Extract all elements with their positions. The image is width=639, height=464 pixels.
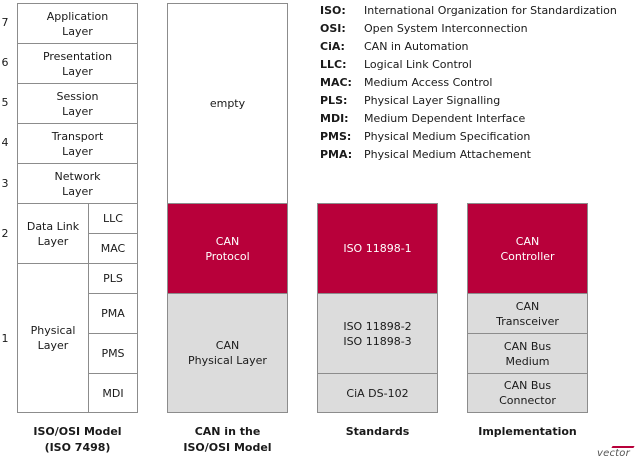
legend-text: Medium Access Control	[364, 76, 493, 89]
standard-iso-11898-1: ISO 11898-1	[317, 203, 438, 294]
legend-text: Physical Medium Attachement	[364, 148, 531, 161]
legend-item-mdi: MDI: Medium Dependent Interface	[320, 112, 525, 130]
impl-can-transceiver: CAN Transceiver	[467, 293, 588, 334]
legend-text: Open System Interconnection	[364, 22, 528, 35]
legend-item-cia: CiA: CAN in Automation	[320, 40, 469, 58]
legend-item-pms: PMS: Physical Medium Specification	[320, 130, 530, 148]
layer-number-7: 7	[1, 16, 9, 29]
legend-item-pls: PLS: Physical Layer Signalling	[320, 94, 500, 112]
legend-abbr: ISO:	[320, 4, 346, 17]
impl-can-controller: CAN Controller	[467, 203, 588, 294]
impl-can-bus-medium: CAN Bus Medium	[467, 333, 588, 374]
standard-cia-ds-102: CiA DS-102	[317, 373, 438, 413]
standard-iso-11898-2-3: ISO 11898-2 ISO 11898-3	[317, 293, 438, 374]
layer-number-1: 1	[1, 332, 9, 345]
layer-number-6: 6	[1, 56, 9, 69]
osi-transport-layer: Transport Layer	[17, 123, 138, 164]
legend-text: Physical Layer Signalling	[364, 94, 501, 107]
layer-number-2: 2	[1, 227, 9, 240]
legend-item-osi: OSI: Open System Interconnection	[320, 22, 528, 40]
osi-pls-sublayer: PLS	[88, 263, 138, 294]
layer-number-5: 5	[1, 96, 9, 109]
osi-data-link-layer: Data Link Layer	[17, 203, 89, 264]
osi-mdi-sublayer: MDI	[88, 373, 138, 413]
can-empty-layers: empty	[167, 3, 288, 204]
osi-mac-sublayer: MAC	[88, 233, 138, 264]
legend-text: Medium Dependent Interface	[364, 112, 526, 125]
osi-network-layer: Network Layer	[17, 163, 138, 204]
legend-abbr: MAC:	[320, 76, 352, 89]
layer-number-3: 3	[1, 177, 9, 190]
caption-osi-model: ISO/OSI Model (ISO 7498)	[33, 425, 122, 454]
osi-pma-sublayer: PMA	[88, 293, 138, 334]
legend-item-pma: PMA: Physical Medium Attachement	[320, 148, 531, 166]
legend-text: Logical Link Control	[364, 58, 472, 71]
legend-abbr: OSI:	[320, 22, 346, 35]
legend-abbr: CiA:	[320, 40, 345, 53]
caption-can-in-osi: CAN in the ISO/OSI Model	[183, 425, 272, 454]
can-physical-layer: CAN Physical Layer	[167, 293, 288, 413]
legend-text: CAN in Automation	[364, 40, 469, 53]
legend-abbr: PMA:	[320, 148, 353, 161]
legend-text: International Organization for Standardi…	[364, 4, 617, 17]
osi-presentation-layer: Presentation Layer	[17, 43, 138, 84]
vector-logo: vector	[597, 448, 630, 459]
legend-abbr: PLS:	[320, 94, 348, 107]
legend-item-llc: LLC: Logical Link Control	[320, 58, 472, 76]
impl-can-bus-connector: CAN Bus Connector	[467, 373, 588, 413]
legend-text: Physical Medium Specification	[364, 130, 531, 143]
layer-number-4: 4	[1, 136, 9, 149]
legend-abbr: PMS:	[320, 130, 352, 143]
legend-abbr: LLC:	[320, 58, 347, 71]
legend-abbr: MDI:	[320, 112, 349, 125]
osi-application-layer: Application Layer	[17, 3, 138, 44]
caption-implementation: Implementation	[478, 425, 577, 438]
legend-item-mac: MAC: Medium Access Control	[320, 76, 492, 94]
caption-standards: Standards	[345, 425, 410, 438]
osi-llc-sublayer: LLC	[88, 203, 138, 234]
osi-session-layer: Session Layer	[17, 83, 138, 124]
can-protocol: CAN Protocol	[167, 203, 288, 294]
osi-pms-sublayer: PMS	[88, 333, 138, 374]
legend-item-iso: ISO: International Organization for Stand…	[320, 4, 617, 22]
osi-physical-layer: Physical Layer	[17, 263, 89, 413]
